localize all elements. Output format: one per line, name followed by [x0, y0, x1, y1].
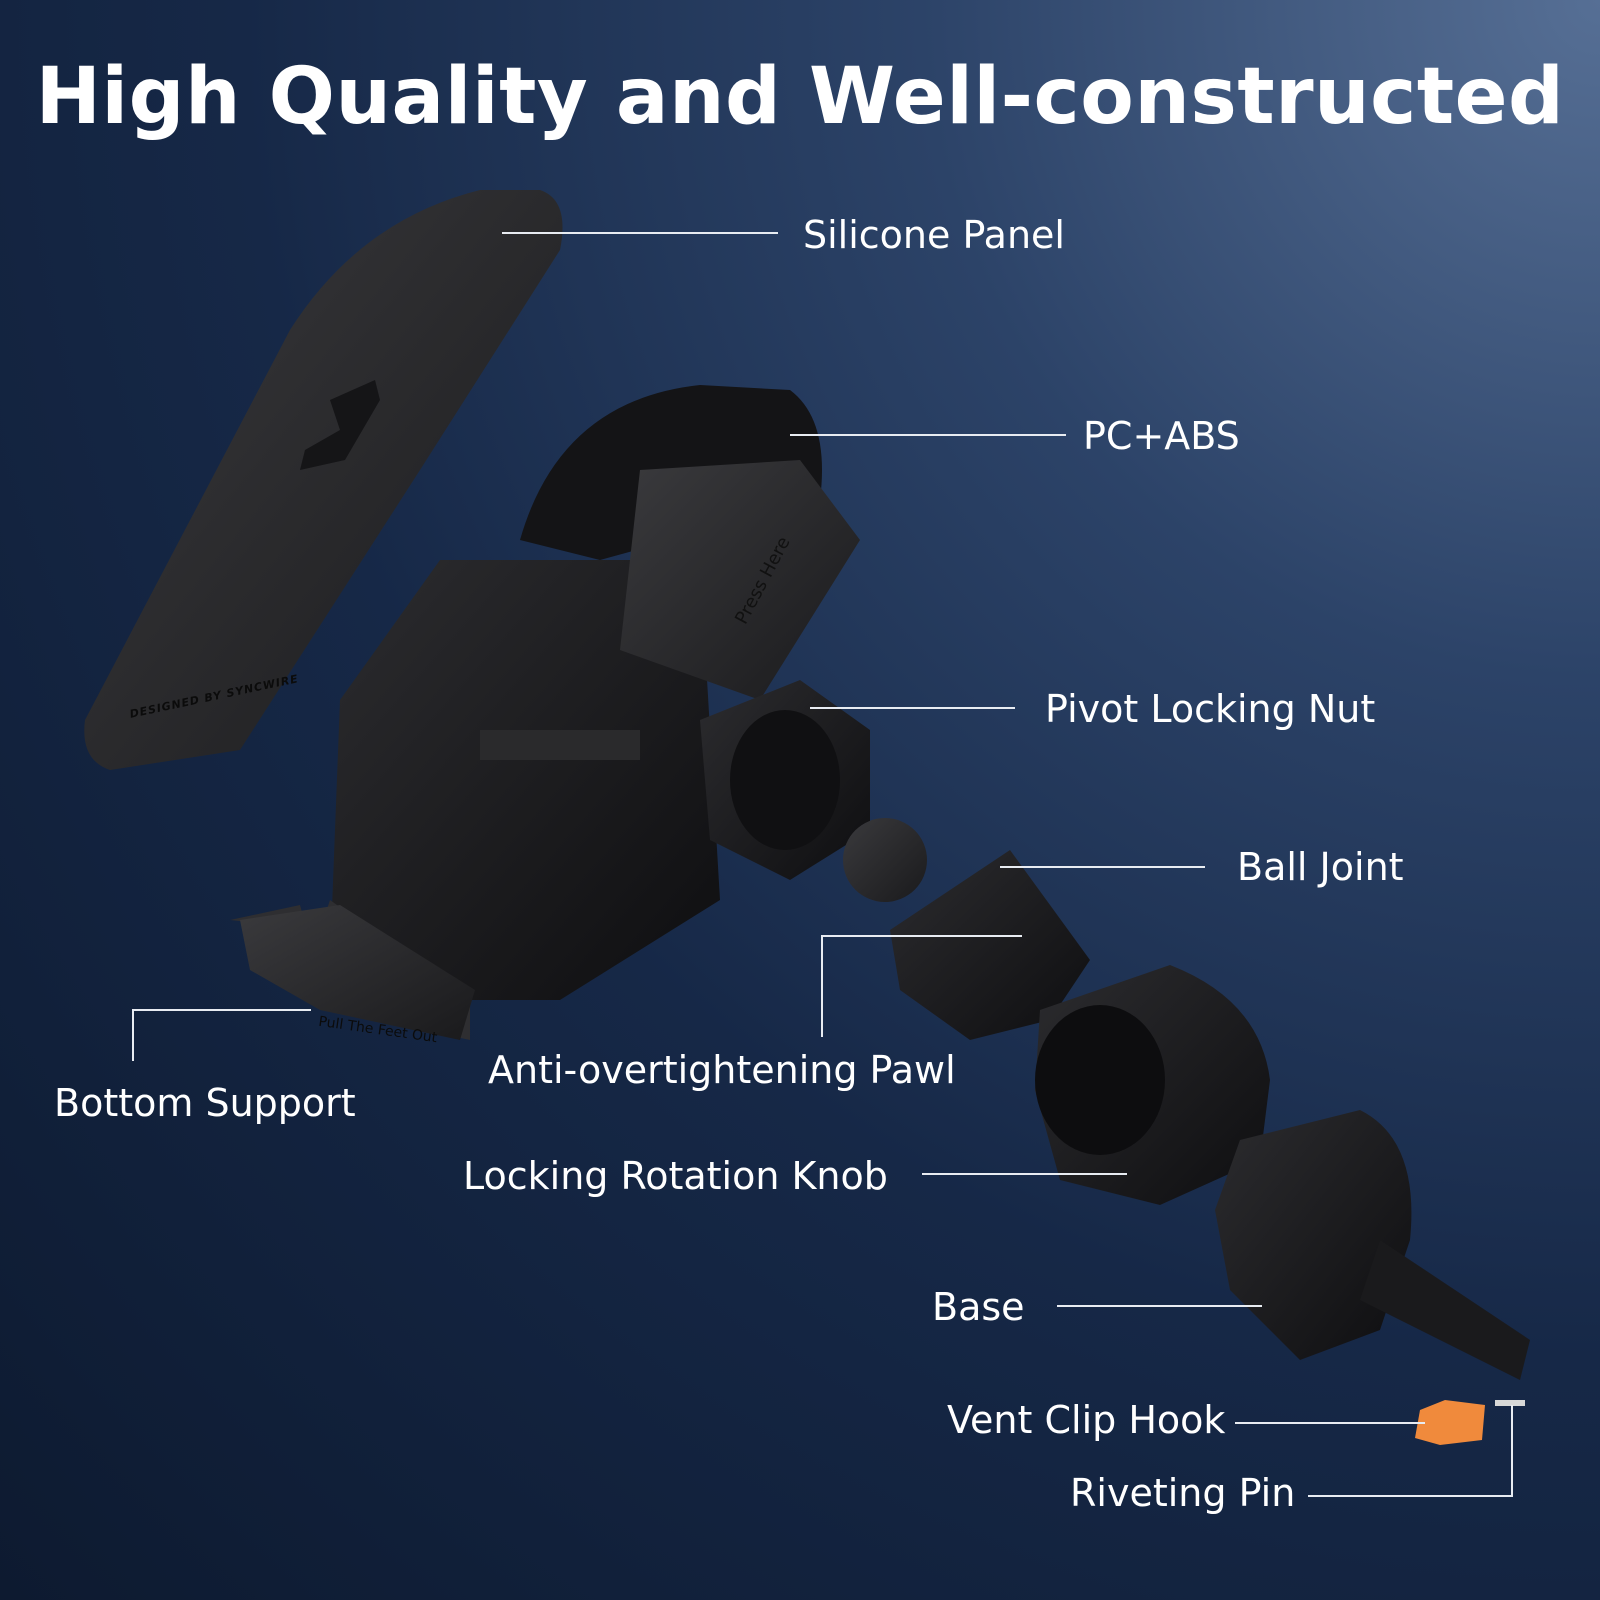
leader-line-silicone-panel	[502, 232, 778, 234]
label-ball-joint: Ball Joint	[1237, 845, 1404, 889]
leader-line-pc-abs	[790, 434, 1066, 436]
label-vent-clip-hook: Vent Clip Hook	[947, 1398, 1226, 1442]
vent-clip-shape	[1360, 1240, 1530, 1380]
silicone-panel-shape	[84, 190, 563, 770]
base-shape	[1215, 1110, 1412, 1360]
holder-body	[230, 385, 860, 1040]
leader-line-knob	[922, 1173, 1127, 1175]
leader-line-pawl-h	[822, 935, 1022, 937]
label-pc-abs: PC+ABS	[1083, 414, 1240, 458]
leader-line-bottom-h	[133, 1009, 311, 1011]
label-anti-overtightening-pawl: Anti-overtightening Pawl	[488, 1048, 956, 1092]
leader-line-pawl-v	[821, 935, 823, 1037]
leader-line-base	[1057, 1305, 1262, 1307]
syncwire-logo	[300, 380, 380, 470]
page-title: High Quality and Well-constructed	[35, 52, 1565, 142]
leader-line-bottom-v	[132, 1009, 134, 1061]
leader-line-ball-joint	[1000, 866, 1205, 868]
vent-clip-hook-shape	[1415, 1400, 1485, 1445]
riveting-pin-shape	[1495, 1400, 1525, 1406]
leader-line-hook	[1235, 1422, 1425, 1424]
label-bottom-support: Bottom Support	[54, 1081, 356, 1125]
label-locking-rotation-knob: Locking Rotation Knob	[463, 1154, 888, 1198]
leader-line-pin-v	[1511, 1405, 1513, 1497]
label-pivot-locking-nut: Pivot Locking Nut	[1045, 687, 1376, 731]
label-base: Base	[932, 1285, 1025, 1329]
ball-joint-shape	[843, 818, 927, 902]
label-silicone-panel: Silicone Panel	[803, 213, 1065, 257]
label-riveting-pin: Riveting Pin	[1070, 1471, 1296, 1515]
leader-line-pivot-nut	[810, 707, 1015, 709]
leader-line-pin-h	[1308, 1495, 1513, 1497]
